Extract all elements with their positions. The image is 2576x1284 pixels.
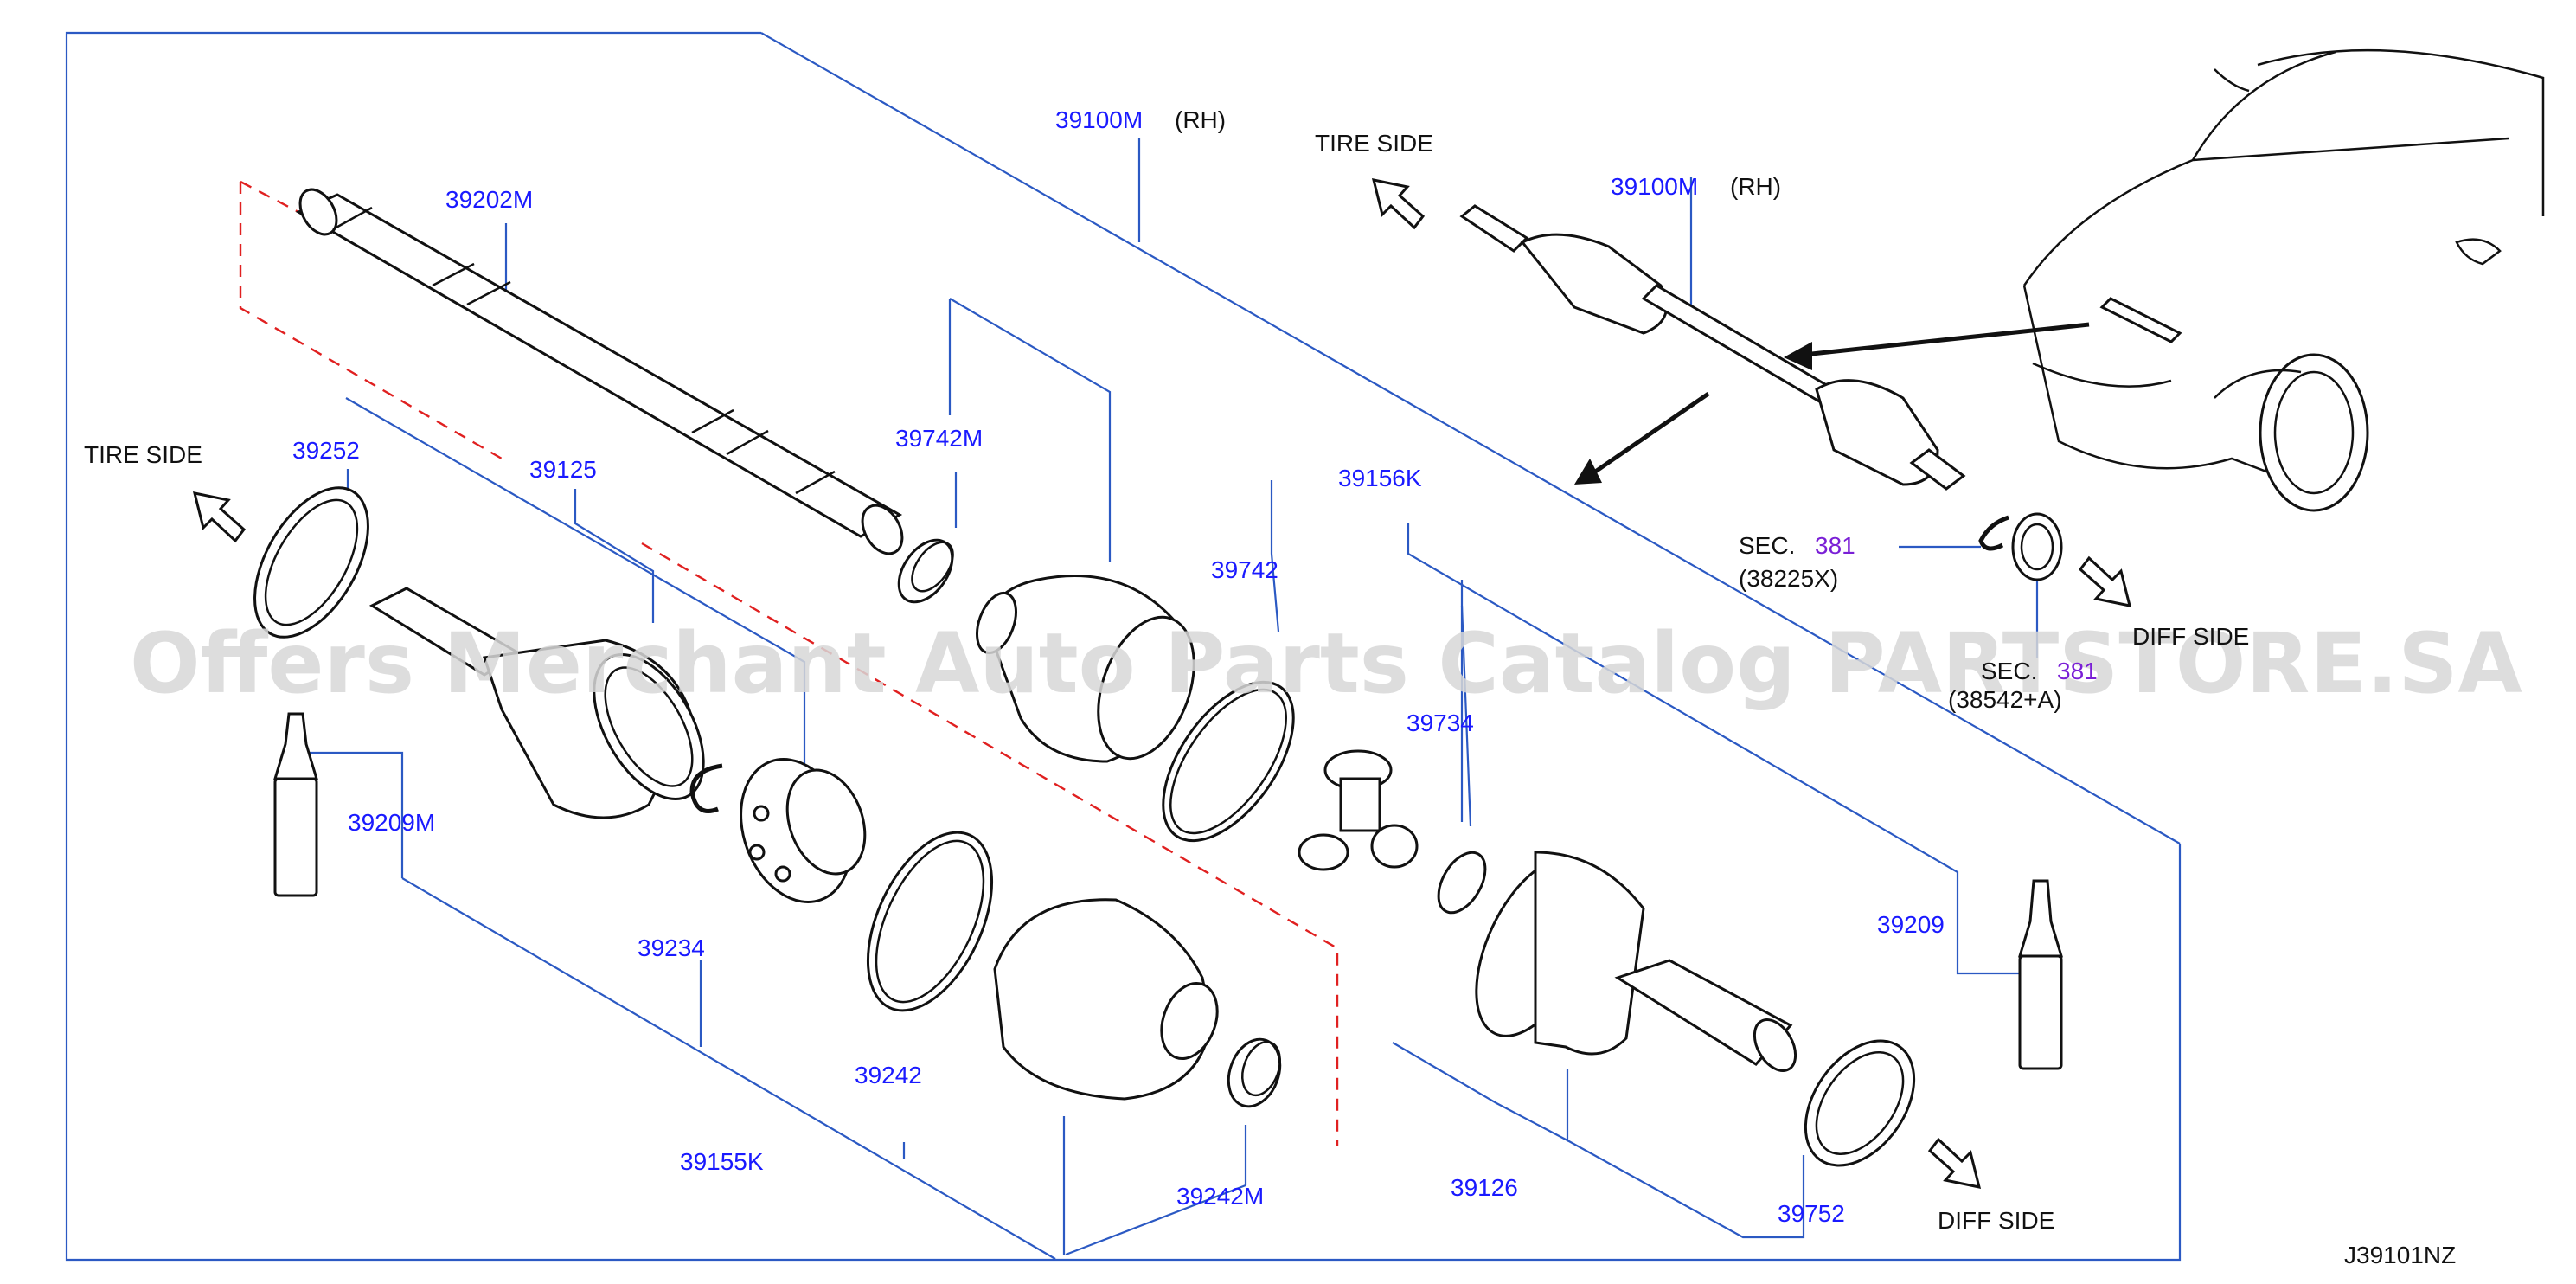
callout-39742: 39742 [1211, 556, 1278, 583]
section-2-number: 381 [2057, 658, 2098, 684]
tire-side-arrow-inset [1371, 178, 1426, 230]
callout-39209: 39209 [1877, 911, 1945, 938]
circlip [689, 763, 723, 813]
callout-39155K: 39155K [680, 1148, 764, 1175]
callout-39734: 39734 [1407, 709, 1474, 736]
assembly-frame [65, 31, 2182, 1262]
callout-39752: 39752 [1778, 1200, 1845, 1227]
callout-rh: (RH) [1175, 106, 1226, 133]
callout-39742M: 39742M [895, 425, 983, 452]
snap-ring [1437, 851, 1487, 915]
clamp-tire-side [897, 538, 954, 604]
callout-39156K: 39156K [1338, 465, 1422, 491]
diff-side-label-inset: DIFF SIDE [2132, 623, 2249, 650]
diff-side-arrow-inset [2078, 555, 2132, 607]
callout-rh-inset: (RH) [1730, 173, 1781, 200]
outer-seal [253, 486, 369, 639]
leader-lines [294, 138, 2039, 1260]
inner-housing [1475, 851, 1797, 1072]
inset-bearing [2011, 512, 2063, 581]
grease-tube-right [2017, 879, 2064, 1070]
diff-side-arrow-bottom [1927, 1137, 1982, 1189]
bearing-cage [740, 758, 867, 903]
vehicle-outline [2022, 48, 2545, 512]
inner-seal [1804, 1039, 1916, 1167]
callout-39100M: 39100M [1055, 106, 1143, 133]
tire-side-label-inset: TIRE SIDE [1315, 130, 1433, 157]
inset-circlip [1978, 515, 2009, 551]
watermark: Offers Merchant Auto Parts Catalog PARTS… [130, 615, 2522, 712]
section-2-sub: (38542+A) [1948, 686, 2062, 713]
diagram-code: J39101NZ [2344, 1242, 2456, 1268]
complete-driveshaft-inset [1459, 204, 1966, 491]
inner-shaft [295, 188, 904, 555]
outer-boot [993, 898, 1219, 1101]
section-2-prefix: SEC. [1981, 658, 2037, 684]
section-1-sub: (38225X) [1739, 565, 1838, 592]
tire-side-label-left: TIRE SIDE [84, 441, 202, 468]
callout-39100M-inset: 39100M [1611, 173, 1698, 200]
grease-tube-left [272, 712, 319, 897]
section-1-number: 381 [1815, 532, 1855, 559]
callout-39252: 39252 [292, 437, 360, 464]
callout-39126: 39126 [1451, 1174, 1518, 1201]
section-1-prefix: SEC. [1739, 532, 1795, 559]
callout-39202M: 39202M [445, 186, 533, 213]
large-boot-band [866, 831, 994, 1012]
callout-39125: 39125 [529, 456, 597, 483]
boot-kit-dashed-outline [641, 542, 1339, 1146]
callout-39242M: 39242M [1176, 1183, 1264, 1210]
tripod-spider [1298, 749, 1419, 871]
inner-boot-band [1162, 680, 1295, 843]
shaft-dashed-outline [239, 180, 503, 460]
outer-cv-joint [368, 587, 705, 819]
callout-39209M: 39209M [348, 809, 435, 836]
callout-39242: 39242 [855, 1062, 922, 1088]
small-boot-band-tire [1227, 1037, 1282, 1108]
tire-side-arrow-left [192, 491, 247, 543]
diff-side-label-bottom: DIFF SIDE [1938, 1207, 2054, 1234]
inner-boot [976, 575, 1195, 763]
pointer-arrows [1574, 322, 2090, 485]
callout-39234: 39234 [638, 934, 705, 961]
